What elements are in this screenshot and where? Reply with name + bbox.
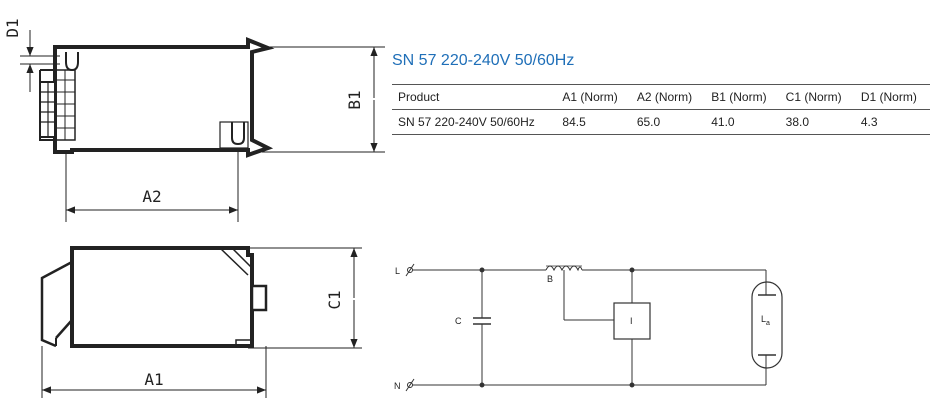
circuit-diagram: L N C B — [394, 263, 783, 392]
d1-dimension — [20, 30, 60, 92]
side-view-drawing — [40, 246, 268, 348]
dimensions-table: Product A1 (Norm) A2 (Norm) B1 (Norm) C1… — [392, 84, 930, 135]
b1-dimension — [262, 46, 385, 153]
a2-label: A2 — [142, 187, 161, 206]
top-view-drawing — [39, 37, 275, 158]
neutral-terminal-label: N — [394, 381, 401, 391]
table-header-row: Product A1 (Norm) A2 (Norm) B1 (Norm) C1… — [392, 84, 930, 110]
a1-label: A1 — [144, 370, 163, 389]
header-d1: D1 (Norm) — [860, 90, 917, 104]
header-a2: A2 (Norm) — [636, 90, 693, 104]
ballast-label: B — [547, 274, 553, 284]
b1-label: B1 — [345, 90, 364, 109]
cell-a2: 65.0 — [636, 115, 661, 129]
cell-c1: 38.0 — [785, 115, 810, 129]
capacitor-label: C — [455, 316, 462, 326]
a2-dimension — [65, 150, 239, 222]
lamp-label: La — [761, 314, 770, 327]
d1-label: D1 — [3, 18, 22, 37]
line-terminal-label: L — [395, 266, 400, 276]
cell-d1: 4.3 — [860, 115, 878, 129]
cell-b1: 41.0 — [711, 115, 735, 129]
c1-label: C1 — [325, 290, 344, 309]
header-a1: A1 (Norm) — [562, 90, 618, 104]
c1-dimension — [248, 247, 362, 349]
header-b1: B1 (Norm) — [711, 90, 767, 104]
cell-product: SN 57 220-240V 50/60Hz — [398, 115, 535, 129]
ignitor-label: I — [630, 316, 633, 326]
header-product: Product — [398, 90, 440, 104]
cell-a1: 84.5 — [562, 115, 586, 129]
header-c1: C1 (Norm) — [785, 90, 842, 104]
a1-dimension — [41, 346, 267, 398]
product-title: SN 57 220-240V 50/60Hz — [392, 52, 575, 69]
table-row: SN 57 220-240V 50/60Hz 84.5 65.0 41.0 38… — [392, 110, 930, 135]
